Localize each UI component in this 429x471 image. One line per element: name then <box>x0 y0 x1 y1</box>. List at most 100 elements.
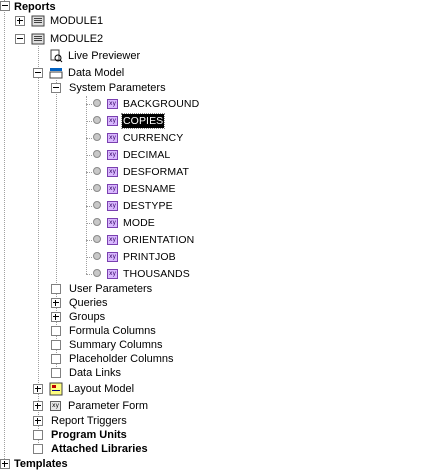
expand-toggle-icon[interactable] <box>51 298 61 308</box>
tree-node-param-desname[interactable]: xy DESNAME <box>0 182 220 196</box>
node-label: ORIENTATION <box>123 234 195 246</box>
tree-node-summary-columns[interactable]: Summary Columns <box>0 338 200 352</box>
node-label: BACKGROUND <box>123 98 200 110</box>
empty-node-icon <box>51 326 61 336</box>
parameter-xy-icon: xy <box>107 116 118 126</box>
parameter-xy-icon: xy <box>107 150 118 160</box>
tree-node-placeholder-columns[interactable]: Placeholder Columns <box>0 352 200 366</box>
report-module-icon <box>31 33 45 45</box>
collapse-toggle-icon[interactable] <box>51 83 61 93</box>
node-label: Reports <box>14 1 56 13</box>
expand-toggle-icon[interactable] <box>33 401 43 411</box>
tree-node-templates[interactable]: Templates <box>0 457 200 471</box>
report-module-icon <box>31 15 45 27</box>
collapse-toggle-icon[interactable] <box>33 68 43 78</box>
expand-toggle-icon[interactable] <box>15 16 25 26</box>
tree-node-attached-libraries[interactable]: Attached Libraries <box>0 442 200 456</box>
expand-toggle-icon[interactable] <box>33 384 43 394</box>
node-label: DECIMAL <box>123 149 171 161</box>
node-label: Layout Model <box>68 383 135 395</box>
parameter-status-icon <box>93 133 101 141</box>
parameter-xy-icon: xy <box>107 235 118 245</box>
expand-toggle-icon[interactable] <box>0 459 10 469</box>
data-model-icon <box>49 68 63 79</box>
tree-line <box>86 240 92 241</box>
parameter-status-icon <box>93 184 101 192</box>
parameter-status-icon <box>93 99 101 107</box>
tree-node-formula-columns[interactable]: Formula Columns <box>0 324 200 338</box>
node-label: User Parameters <box>69 283 153 295</box>
node-label: Placeholder Columns <box>69 353 174 365</box>
tree-node-program-units[interactable]: Program Units <box>0 428 200 442</box>
node-label: DESFORMAT <box>123 166 190 178</box>
tree-node-parameter-form[interactable]: xy Parameter Form <box>0 399 200 413</box>
parameter-xy-icon: xy <box>107 133 118 143</box>
tree-node-layout-model[interactable]: Layout Model <box>0 382 200 396</box>
node-label: Live Previewer <box>68 50 141 62</box>
tree-node-groups[interactable]: Groups <box>0 310 200 324</box>
parameter-xy-icon: xy <box>107 184 118 194</box>
tree-node-module2[interactable]: MODULE2 <box>0 32 200 46</box>
parameter-xy-icon: xy <box>107 167 118 177</box>
parameter-status-icon <box>93 269 101 277</box>
tree-line <box>86 274 92 275</box>
parameter-xy-icon: xy <box>107 99 118 109</box>
empty-node-icon <box>51 354 61 364</box>
node-label: CURRENCY <box>123 132 184 144</box>
parameter-status-icon <box>93 116 101 124</box>
expand-toggle-icon[interactable] <box>51 312 61 322</box>
tree-line <box>86 257 92 258</box>
expand-toggle-icon[interactable] <box>33 416 43 426</box>
empty-node-icon <box>33 430 43 440</box>
tree-node-report-triggers[interactable]: Report Triggers <box>0 414 200 428</box>
tree-line <box>86 223 92 224</box>
node-label: Summary Columns <box>69 339 163 351</box>
node-label: Groups <box>69 311 106 323</box>
tree-node-system-parameters[interactable]: System Parameters <box>0 81 200 95</box>
node-label: COPIES <box>120 113 166 129</box>
tree-node-reports[interactable]: Reports <box>0 0 200 14</box>
tree-node-data-links[interactable]: Data Links <box>0 366 200 380</box>
parameter-xy-icon: xy <box>107 252 118 262</box>
collapse-toggle-icon[interactable] <box>0 1 10 11</box>
tree-line <box>86 155 92 156</box>
tree-node-param-currency[interactable]: xy CURRENCY <box>0 131 220 145</box>
empty-node-icon <box>33 444 43 454</box>
node-label: Parameter Form <box>68 400 149 412</box>
node-label: Program Units <box>51 429 127 441</box>
tree-node-param-background[interactable]: xy BACKGROUND <box>0 97 220 111</box>
tree-node-user-parameters[interactable]: User Parameters <box>0 282 200 296</box>
collapse-toggle-icon[interactable] <box>15 34 25 44</box>
tree-node-live-previewer[interactable]: Live Previewer <box>0 49 200 63</box>
parameter-status-icon <box>93 235 101 243</box>
node-label: MODE <box>123 217 155 229</box>
tree-node-queries[interactable]: Queries <box>0 296 200 310</box>
parameter-status-icon <box>93 150 101 158</box>
node-label: DESNAME <box>123 183 176 195</box>
tree-node-param-desformat[interactable]: xy DESFORMAT <box>0 165 220 179</box>
tree-node-data-model[interactable]: Data Model <box>0 66 200 80</box>
parameter-form-icon: xy <box>50 401 61 411</box>
parameter-xy-icon: xy <box>107 201 118 211</box>
node-label: System Parameters <box>69 82 166 94</box>
tree-line <box>86 138 92 139</box>
parameter-status-icon <box>93 167 101 175</box>
node-label: Templates <box>14 458 68 470</box>
tree-node-param-orientation[interactable]: xy ORIENTATION <box>0 233 220 247</box>
tree-line <box>4 0 5 463</box>
empty-node-icon <box>51 340 61 350</box>
tree-node-param-decimal[interactable]: xy DECIMAL <box>0 148 220 162</box>
node-label: MODULE2 <box>50 33 104 45</box>
layout-model-icon <box>49 382 63 396</box>
tree-node-module1[interactable]: MODULE1 <box>0 14 200 28</box>
empty-node-icon <box>51 284 61 294</box>
tree-line <box>86 206 92 207</box>
node-label: Data Model <box>68 67 125 79</box>
tree-line <box>56 80 57 375</box>
